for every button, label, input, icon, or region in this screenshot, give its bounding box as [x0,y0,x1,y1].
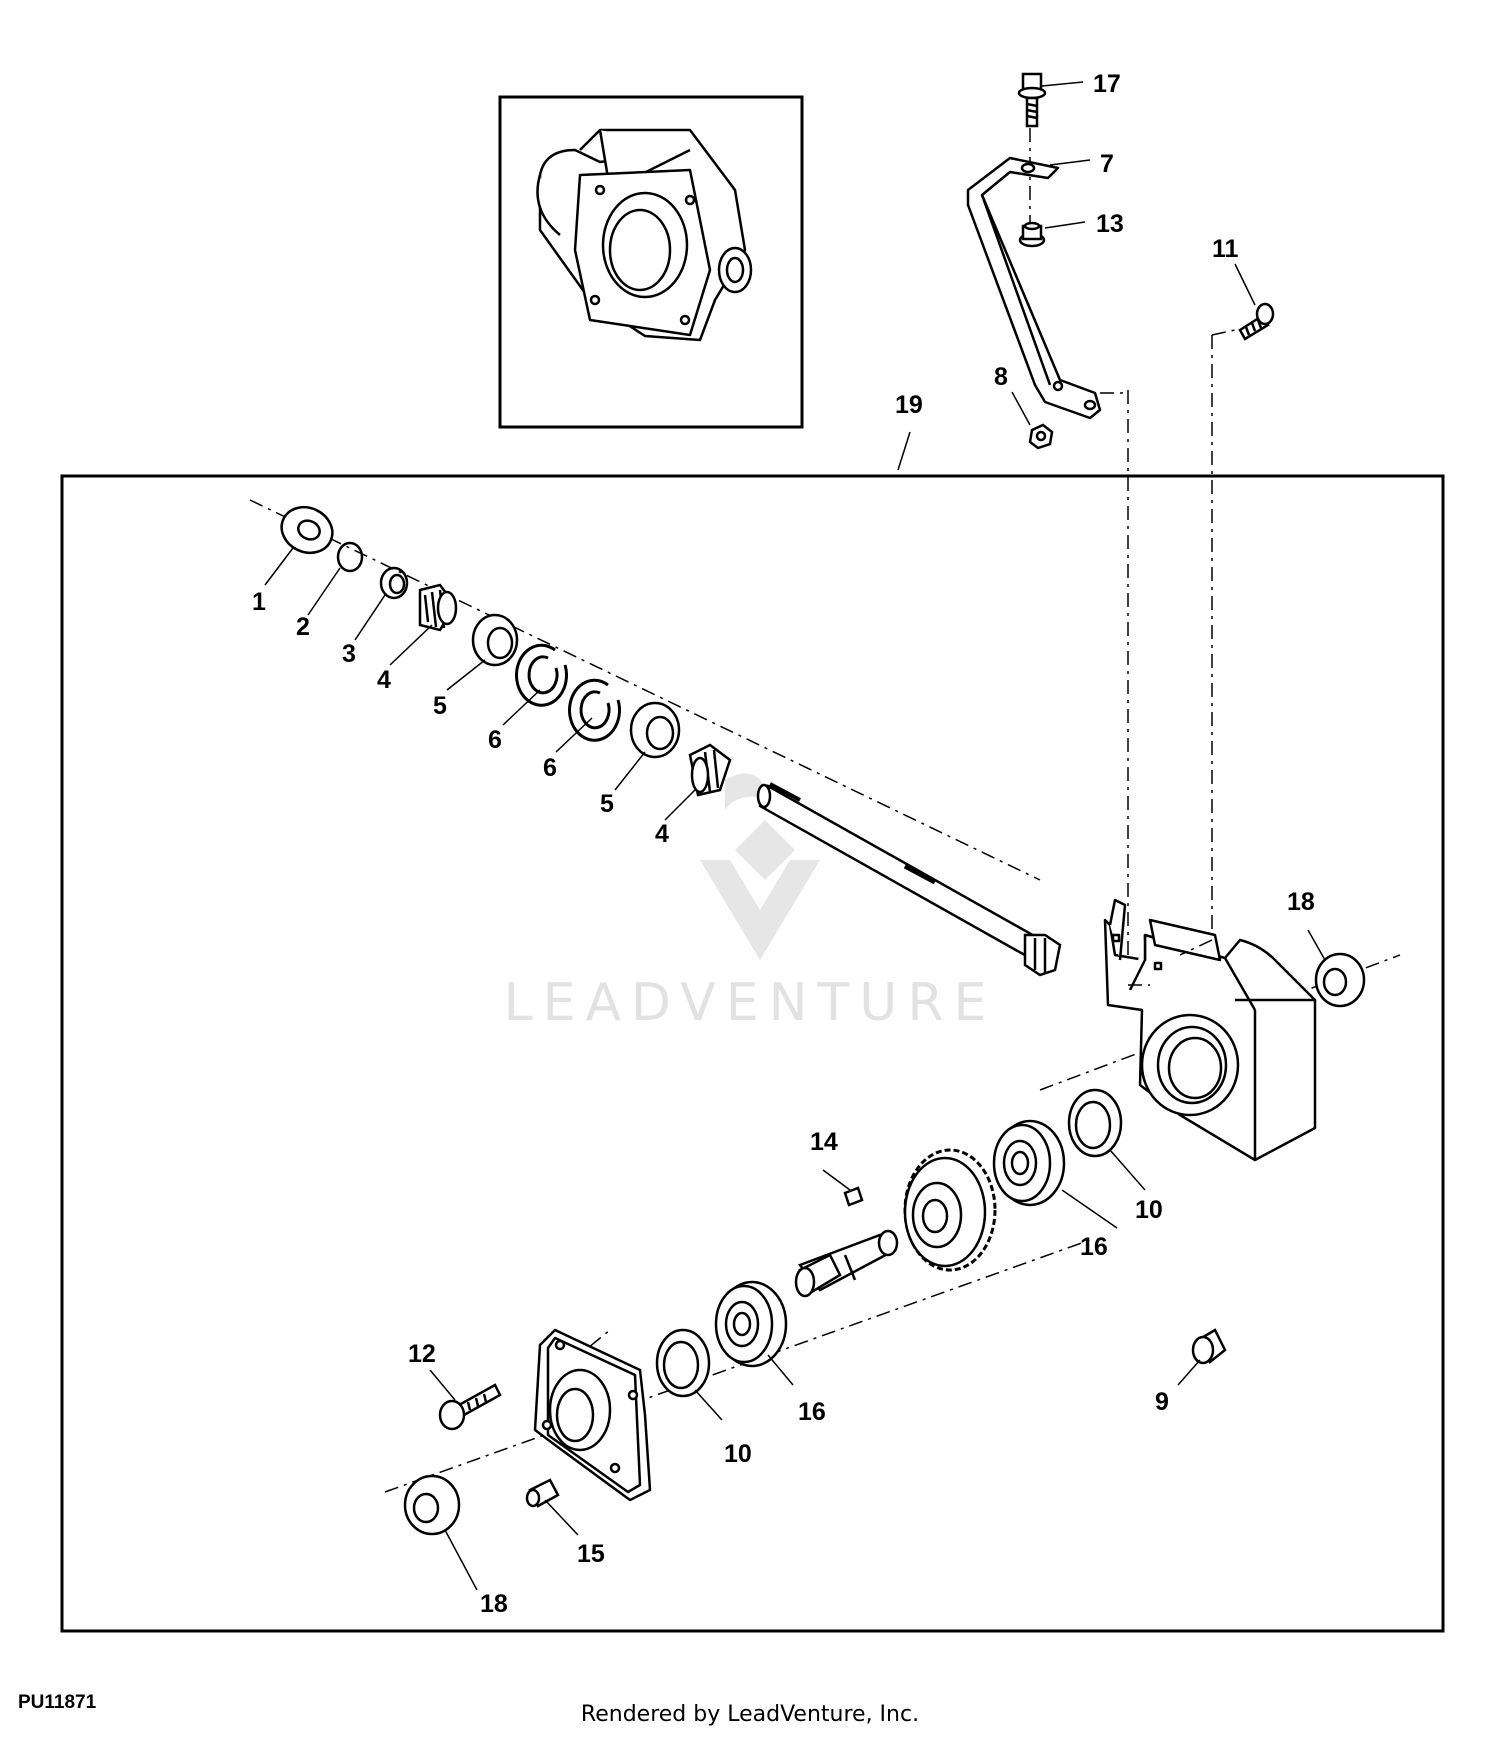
callout-15: 15 [577,1540,605,1568]
bearing-cover-plate [533,1328,652,1502]
part-12-cap-screw [438,1383,502,1431]
callout-7: 7 [1100,150,1114,178]
worm-gear [903,1148,997,1272]
part-14-key [843,1186,864,1207]
part-16-ball-bearing-lower [714,1280,788,1368]
support-bracket [966,156,1102,420]
callout-8: 8 [994,363,1008,391]
part-8-nut [1028,423,1054,450]
callout-13: 13 [1096,210,1124,238]
worm-shaft [756,782,1062,977]
callout-5-lower: 5 [600,790,614,818]
assembly-guide-lines [1100,329,1236,986]
callout-18-right: 18 [1287,888,1315,916]
part-10-washer-upper [1067,1088,1123,1158]
callout-10-lower: 10 [724,1440,752,1468]
part-18-seal-lower [403,1474,461,1536]
callout-9: 9 [1155,1388,1169,1416]
part-18-seal-right [1314,952,1366,1008]
part-5-bearing-cup-upper [471,613,519,667]
callout-16-lower: 16 [798,1398,826,1426]
inset-housing-view [498,95,804,429]
watermark-logo-icon [700,773,820,960]
callout-3: 3 [342,640,356,668]
callout-18-lower: 18 [480,1590,508,1618]
output-shaft [794,1229,899,1298]
part-1-seal [280,505,334,555]
part-2-snap-ring [336,541,364,573]
callout-1: 1 [252,588,266,616]
part-17-flange-bolt [1017,72,1047,128]
callout-11: 11 [1212,235,1239,263]
part-15-set-screw [525,1478,560,1508]
assembly-frame [60,474,1445,1633]
part-5-bearing-cup-lower [629,701,681,759]
part-6-retaining-ring-a [515,643,568,707]
part-11-screw [1238,302,1275,341]
callout-19: 19 [895,391,923,419]
callout-16-upper: 16 [1080,1233,1108,1261]
part-6-retaining-ring-b [568,678,621,742]
part-9-plug [1191,1328,1227,1365]
part-3-snap-ring [379,566,409,600]
part-13-flange-nut [1018,221,1046,248]
callout-14: 14 [810,1128,838,1156]
housing-inset-drawing [536,128,753,342]
render-credit: Rendered by LeadVenture, Inc. [580,1702,920,1727]
callout-2: 2 [296,613,310,641]
callout-12: 12 [408,1340,436,1368]
watermark: LEADVENTURE [504,773,997,1033]
callout-4-upper: 4 [377,666,391,694]
gear-case-housing [1103,898,1317,1162]
callout-6-lower: 6 [543,754,557,782]
part-4-bearing-cone-lower [688,743,732,797]
watermark-text: LEADVENTURE [504,973,997,1033]
callout-6-upper: 6 [488,726,502,754]
part-4-bearing-cone-upper [418,583,458,632]
figure-id: PU11871 [18,1692,97,1713]
callout-5-upper: 5 [433,692,447,720]
callout-10-upper: 10 [1135,1196,1163,1224]
leader-lines [264,81,1326,1591]
callout-17: 17 [1093,70,1121,98]
callout-4-lower: 4 [655,820,669,848]
part-10-washer-lower [655,1328,711,1398]
callout-labels: 1 2 3 4 5 6 6 5 4 7 8 9 10 10 11 12 13 1… [252,70,1315,1618]
part-16-ball-bearing-upper [992,1119,1066,1207]
